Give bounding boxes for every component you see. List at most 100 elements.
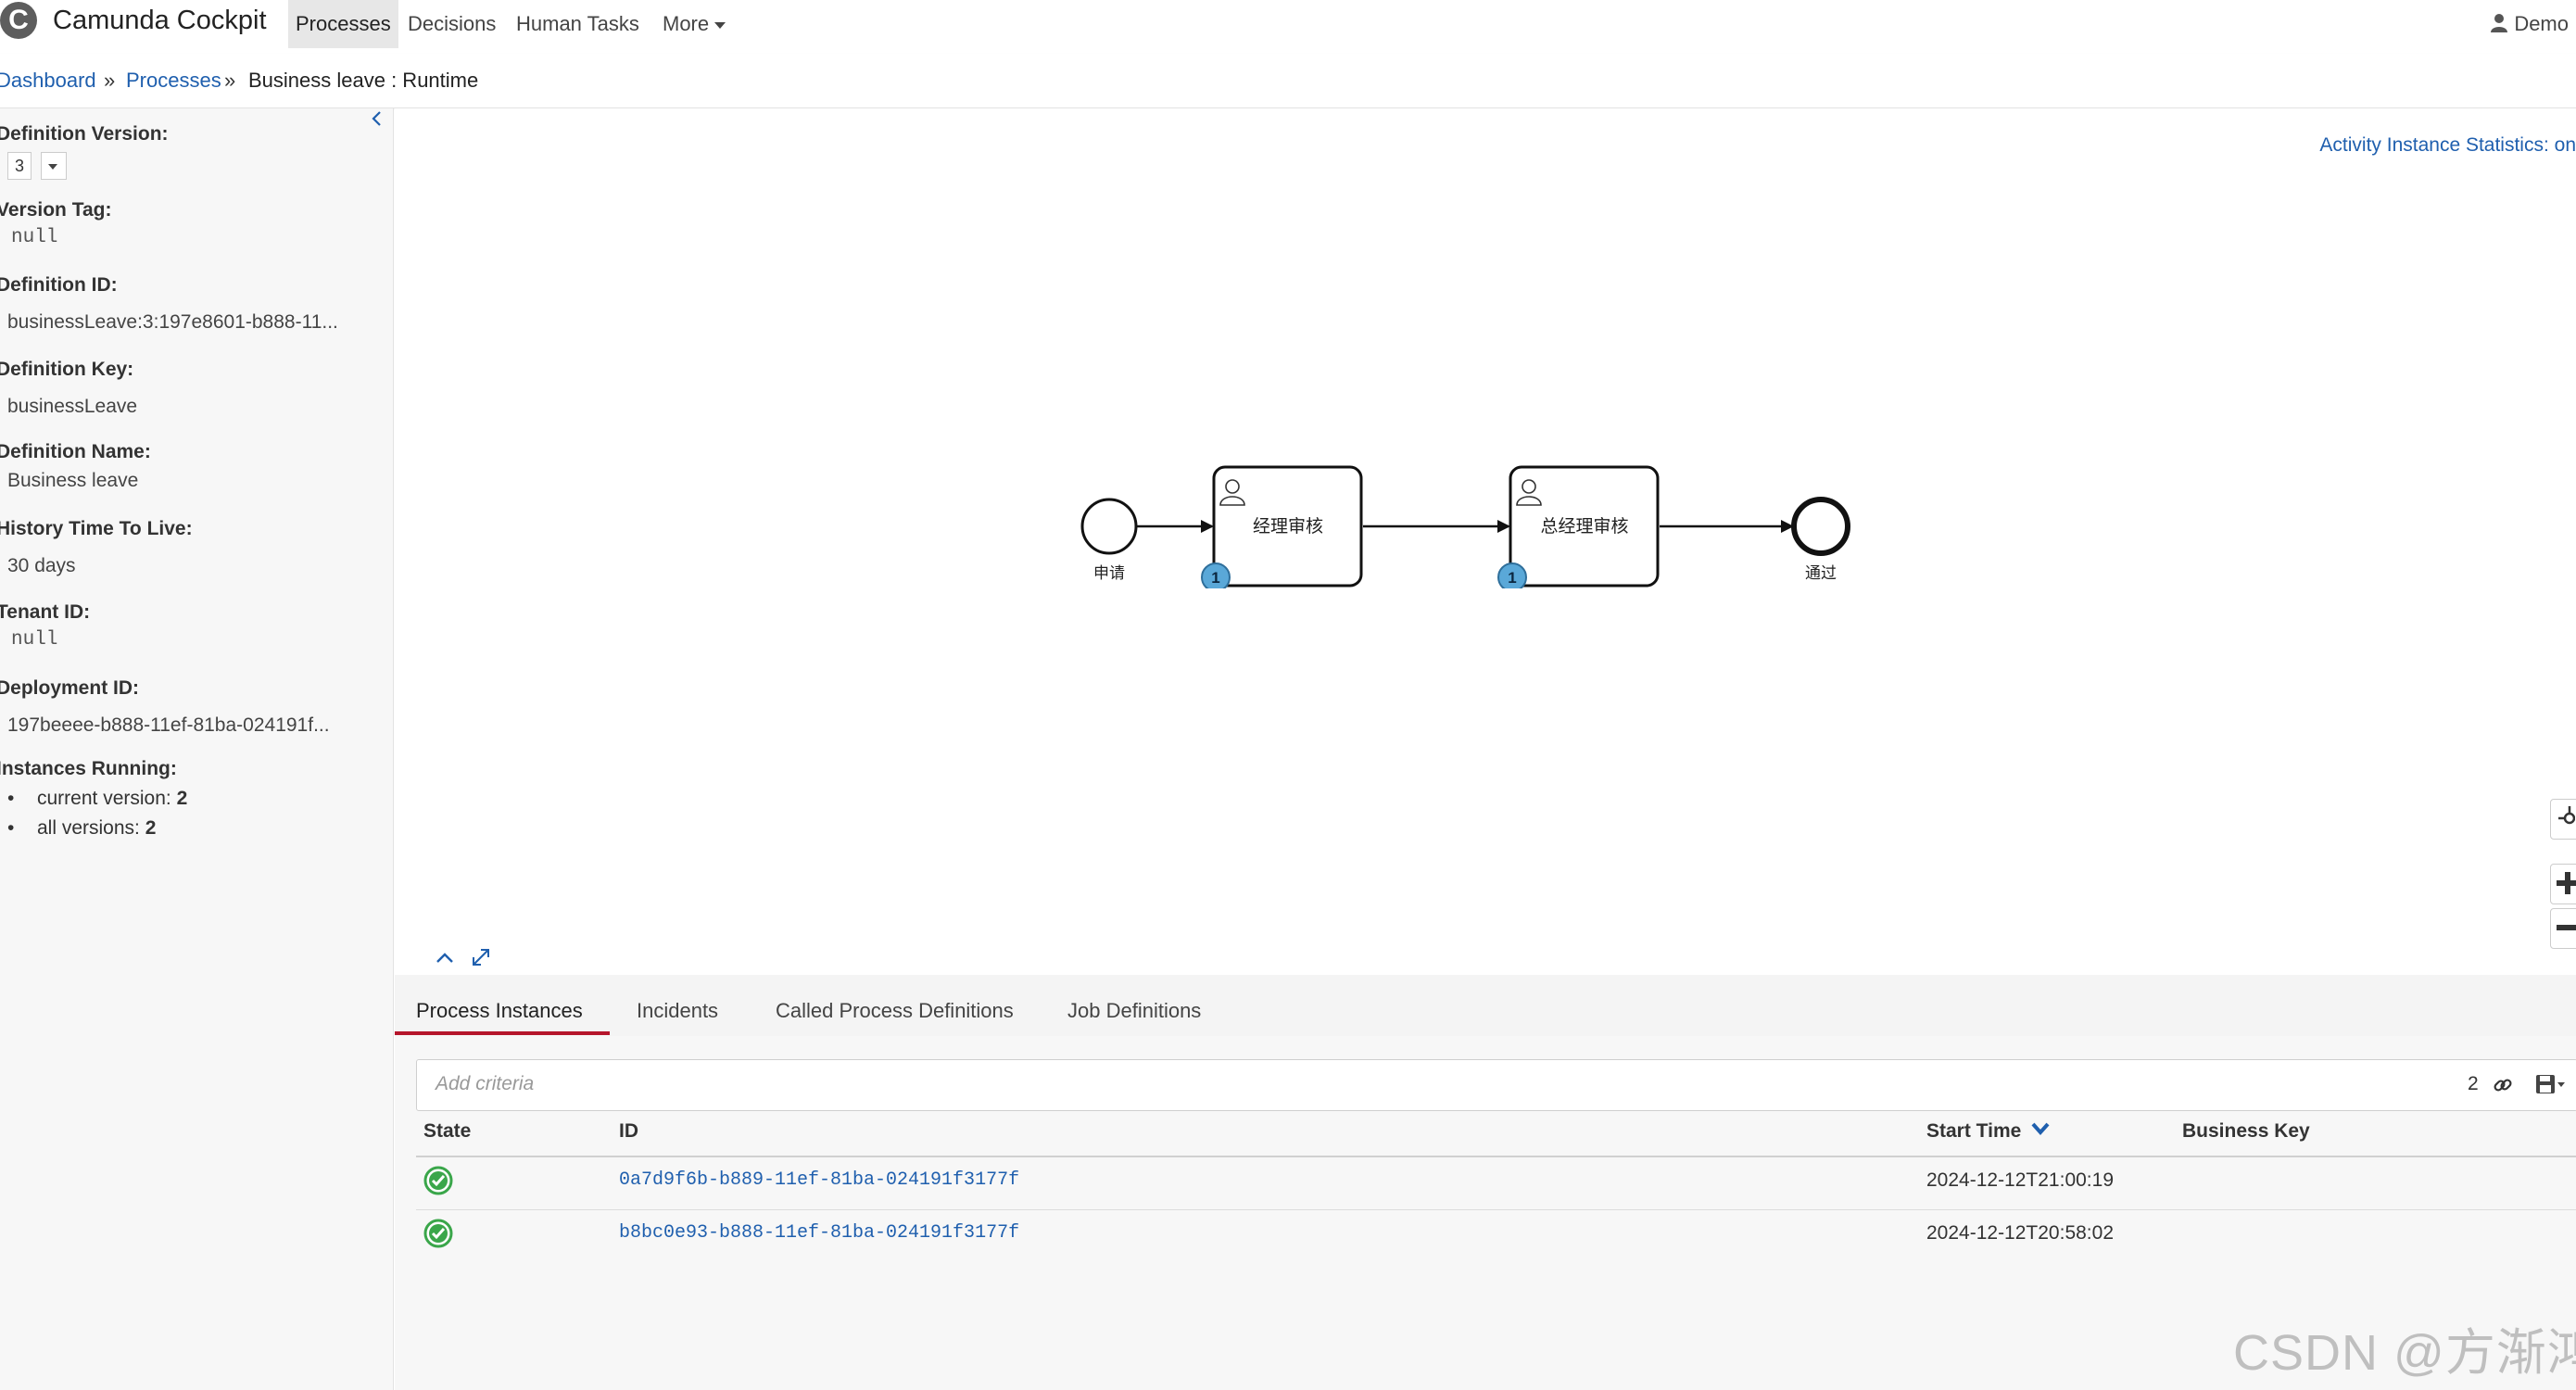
- tab-process-instances[interactable]: Process Instances: [416, 999, 583, 1022]
- definition-id-label: Definition ID:: [0, 274, 118, 296]
- bpmn-diagram[interactable]: 申请 经理审核 1 总经理审核 1 通过: [1066, 459, 1863, 588]
- activity-statistics-toggle[interactable]: Activity Instance Statistics: on: [2319, 134, 2576, 156]
- sort-desc-icon[interactable]: [2030, 1121, 2051, 1136]
- instances-running-field: Instances Running:: [0, 758, 177, 780]
- history-ttl-link[interactable]: 30 days: [7, 555, 76, 576]
- breadcrumb-current: Business leave : Runtime: [248, 69, 479, 92]
- chevron-down-icon[interactable]: [2557, 1082, 2565, 1087]
- version-tag-field: Version Tag:: [0, 199, 111, 221]
- zoom-in-button[interactable]: [2550, 864, 2576, 904]
- task-manager-review-label: 经理审核: [1253, 516, 1323, 537]
- reset-zoom-button[interactable]: [2550, 799, 2576, 840]
- collapse-sidebar-icon[interactable]: [367, 108, 387, 129]
- definition-name-label: Definition Name:: [0, 441, 151, 462]
- task-general-manager-review-label: 总经理审核: [1540, 516, 1628, 537]
- user-task-icon: [1219, 479, 1245, 506]
- criteria-placeholder: Add criteria: [436, 1073, 535, 1094]
- column-start-time-label: Start Time: [1926, 1120, 2022, 1142]
- end-event-label: 通过: [1805, 564, 1837, 583]
- all-versions-count: all versions: 2: [7, 817, 157, 840]
- breadcrumb-dashboard[interactable]: Dashboard: [0, 69, 96, 92]
- definition-sidebar: [0, 108, 394, 1390]
- definition-version-select[interactable]: 3: [7, 152, 32, 180]
- definition-name-field: Definition Name:: [0, 441, 151, 463]
- fit-diagram-icon: [2558, 806, 2575, 825]
- definition-id-value: businessLeave:3:197e8601-b888-11...: [7, 311, 338, 333]
- nav-more-label: More: [663, 12, 710, 35]
- current-version-value: 2: [176, 788, 188, 809]
- tenant-id-value: null: [11, 629, 58, 651]
- nav-decisions[interactable]: Decisions: [408, 12, 497, 35]
- minus-icon: [2557, 925, 2576, 930]
- definition-key-field: Definition Key:: [0, 359, 133, 381]
- row-divider: [416, 1209, 2576, 1210]
- chevron-up-icon[interactable]: [434, 947, 456, 969]
- result-count: 2: [2468, 1073, 2479, 1094]
- active-tab-indicator: [395, 1031, 610, 1035]
- user-menu[interactable]: Demo: [2490, 0, 2569, 48]
- maximize-icon[interactable]: [469, 945, 493, 969]
- running-instances-badge[interactable]: [1497, 562, 1527, 588]
- running-instances-badge[interactable]: [1201, 562, 1231, 588]
- definition-key-value: businessLeave: [7, 396, 138, 417]
- link-icon[interactable]: [2493, 1075, 2513, 1095]
- end-event[interactable]: [1791, 497, 1850, 556]
- history-ttl-label: History Time To Live:: [0, 518, 193, 539]
- check-circle-icon: [423, 1219, 453, 1248]
- instance-id-link[interactable]: b8bc0e93-b888-11ef-81ba-024191f3177f: [619, 1222, 1020, 1244]
- tab-called-process-definitions[interactable]: Called Process Definitions: [776, 999, 1014, 1022]
- chevron-down-icon: [714, 21, 726, 29]
- plus-icon: [2557, 872, 2576, 894]
- tenant-id-field: Tenant ID:: [0, 601, 90, 624]
- instance-start-time: 2024-12-12T21:00:19: [1926, 1169, 2114, 1191]
- camunda-logo[interactable]: C: [0, 2, 37, 39]
- app-title[interactable]: Camunda Cockpit: [53, 6, 267, 35]
- running-instances-count: 1: [1508, 569, 1516, 587]
- definition-key-label: Definition Key:: [0, 359, 134, 380]
- current-version-label: current version:: [37, 788, 171, 809]
- detail-tabs: Process Instances Incidents Called Proce…: [395, 975, 2576, 1037]
- nav-more[interactable]: More: [655, 0, 733, 48]
- nav-human-tasks[interactable]: Human Tasks: [516, 12, 639, 35]
- column-business-key[interactable]: Business Key: [2182, 1120, 2310, 1142]
- version-tag-label: Version Tag:: [0, 199, 112, 221]
- start-event[interactable]: [1080, 498, 1138, 555]
- breadcrumb-separator: »: [224, 69, 236, 92]
- definition-version-field: Definition Version:: [0, 123, 169, 145]
- save-icon[interactable]: [2535, 1074, 2556, 1094]
- user-task-icon: [1516, 479, 1542, 506]
- column-id[interactable]: ID: [619, 1120, 638, 1142]
- definition-version-label: Definition Version:: [0, 123, 169, 145]
- deployment-id-link[interactable]: 197beeee-b888-11ef-81ba-024191f...: [7, 714, 330, 736]
- top-navbar: C Camunda Cockpit Processes Decisions Hu…: [0, 0, 2576, 55]
- task-manager-review[interactable]: [1212, 465, 1363, 588]
- tab-incidents[interactable]: Incidents: [637, 999, 719, 1022]
- definition-id-field: Definition ID:: [0, 274, 118, 297]
- deployment-id-field: Deployment ID:: [0, 677, 139, 700]
- all-versions-value: 2: [145, 817, 157, 839]
- column-start-time[interactable]: Start Time: [1926, 1120, 2051, 1143]
- tenant-id-label: Tenant ID:: [0, 601, 91, 623]
- criteria-search-input[interactable]: Add criteria 2: [416, 1059, 2576, 1111]
- breadcrumb-separator: »: [104, 69, 116, 92]
- nav-processes[interactable]: Processes: [288, 0, 398, 48]
- current-version-count: current version: 2: [7, 788, 188, 810]
- column-state[interactable]: State: [423, 1120, 472, 1142]
- deployment-id-label: Deployment ID:: [0, 677, 140, 699]
- table-header-divider: [416, 1156, 2576, 1157]
- instances-running-label: Instances Running:: [0, 758, 177, 779]
- bpmn-canvas[interactable]: [395, 108, 2576, 975]
- user-icon: [2491, 14, 2508, 32]
- breadcrumb: Dashboard » Processes » Business leave :…: [0, 54, 2576, 108]
- user-name: Demo: [2514, 12, 2569, 35]
- chevron-down-icon: [48, 164, 57, 170]
- tab-job-definitions[interactable]: Job Definitions: [1067, 999, 1202, 1022]
- definition-name-value: Business leave: [7, 470, 139, 491]
- breadcrumb-processes[interactable]: Processes: [126, 69, 221, 92]
- version-dropdown-button[interactable]: [41, 152, 67, 180]
- instance-id-link[interactable]: 0a7d9f6b-b889-11ef-81ba-024191f3177f: [619, 1169, 1020, 1191]
- version-tag-value: null: [11, 227, 58, 248]
- running-instances-count: 1: [1211, 569, 1219, 587]
- task-general-manager-review[interactable]: [1509, 465, 1660, 588]
- zoom-out-button[interactable]: [2550, 908, 2576, 949]
